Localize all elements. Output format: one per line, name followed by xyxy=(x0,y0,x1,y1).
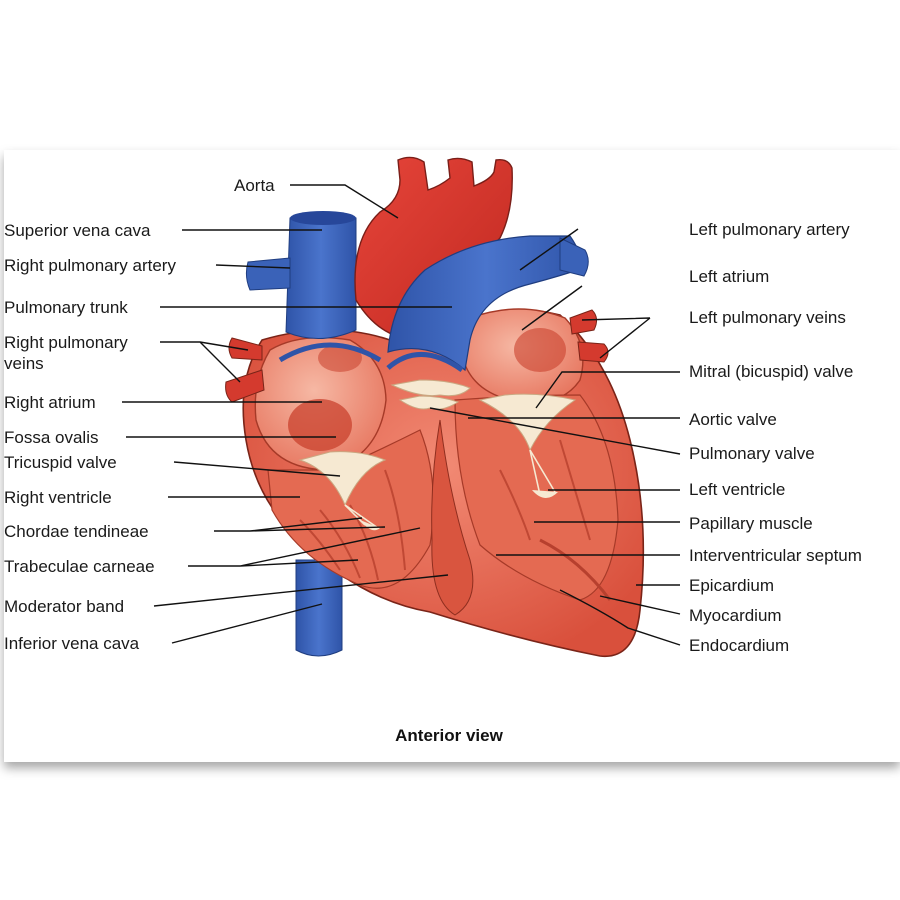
label-aorta: Aorta xyxy=(234,176,275,195)
label-left-atrium: Left atrium xyxy=(689,267,769,286)
label-chordae-tendineae: Chordae tendineae xyxy=(4,522,149,541)
right-pulmonary-artery-vessel xyxy=(245,257,291,291)
leader-mitral-valve xyxy=(535,371,680,409)
label-papillary-muscle: Papillary muscle xyxy=(689,514,813,533)
label-endocardium: Endocardium xyxy=(689,636,789,655)
leader-right-pulmonary-veins xyxy=(160,341,249,383)
label-left-pulmonary-veins: Left pulmonary veins xyxy=(689,308,846,327)
label-mitral-valve: Mitral (bicuspid) valve xyxy=(689,362,853,381)
label-right-ventricle: Right ventricle xyxy=(4,488,112,507)
leader-chordae-tendineae xyxy=(214,517,386,532)
leader-lines xyxy=(122,184,681,646)
label-trabeculae-carneae: Trabeculae carneae xyxy=(4,557,155,576)
label-left-pulmonary-artery: Left pulmonary artery xyxy=(689,220,850,239)
leader-left-pulmonary-veins xyxy=(581,317,651,359)
heart-illustration xyxy=(225,156,645,658)
interventricular-septum-wall xyxy=(431,419,474,616)
leader-tricuspid-valve xyxy=(173,461,341,477)
label-myocardium: Myocardium xyxy=(689,606,782,625)
label-epicardium: Epicardium xyxy=(689,576,774,595)
inferior-vena-cava-vessel xyxy=(295,559,343,657)
tricuspid-valve-leaflets xyxy=(298,451,387,507)
leader-right-pulmonary-artery xyxy=(215,264,291,269)
label-pulmonary-valve: Pulmonary valve xyxy=(689,444,815,463)
left-ventricle-chamber xyxy=(454,394,619,601)
superior-vena-cava-vessel xyxy=(285,212,357,340)
label-superior-vena-cava: Superior vena cava xyxy=(4,221,151,240)
leader-pulmonary-valve xyxy=(429,407,681,455)
leader-inferior-vena-cava xyxy=(171,603,323,644)
leader-aorta xyxy=(290,184,399,219)
labels-right: Left pulmonary artery Left atrium Left p… xyxy=(689,220,862,655)
label-aortic-valve: Aortic valve xyxy=(689,410,777,429)
leader-trabeculae-carneae xyxy=(188,527,421,567)
leader-left-pulmonary-artery xyxy=(519,228,579,271)
label-left-ventricle: Left ventricle xyxy=(689,480,785,499)
label-right-pulmonary-artery: Right pulmonary artery xyxy=(4,256,176,275)
fossa-ovalis-mark xyxy=(288,399,352,451)
leader-left-atrium xyxy=(521,285,583,331)
label-inferior-vena-cava: Inferior vena cava xyxy=(4,634,140,653)
leader-moderator-band xyxy=(153,574,449,607)
label-moderator-band: Moderator band xyxy=(4,597,124,616)
diagram-caption: Anterior view xyxy=(395,726,503,745)
label-fossa-ovalis: Fossa ovalis xyxy=(4,428,98,447)
label-interventricular-septum: Interventricular septum xyxy=(689,546,862,565)
label-right-pulmonary-veins-line2: veins xyxy=(4,354,44,373)
label-right-atrium: Right atrium xyxy=(4,393,96,412)
label-pulmonary-trunk: Pulmonary trunk xyxy=(4,298,128,317)
label-tricuspid-valve: Tricuspid valve xyxy=(4,453,117,472)
pulmonary-valve-leaflets xyxy=(398,395,460,410)
labels-left: Aorta Superior vena cava Right pulmonary… xyxy=(4,176,275,653)
label-right-pulmonary-veins-line1: Right pulmonary xyxy=(4,333,128,352)
leader-myocardium xyxy=(599,595,681,615)
left-pulmonary-artery-vessel xyxy=(559,237,589,277)
aortic-valve-leaflets xyxy=(390,379,471,397)
leader-endocardium xyxy=(559,589,681,646)
